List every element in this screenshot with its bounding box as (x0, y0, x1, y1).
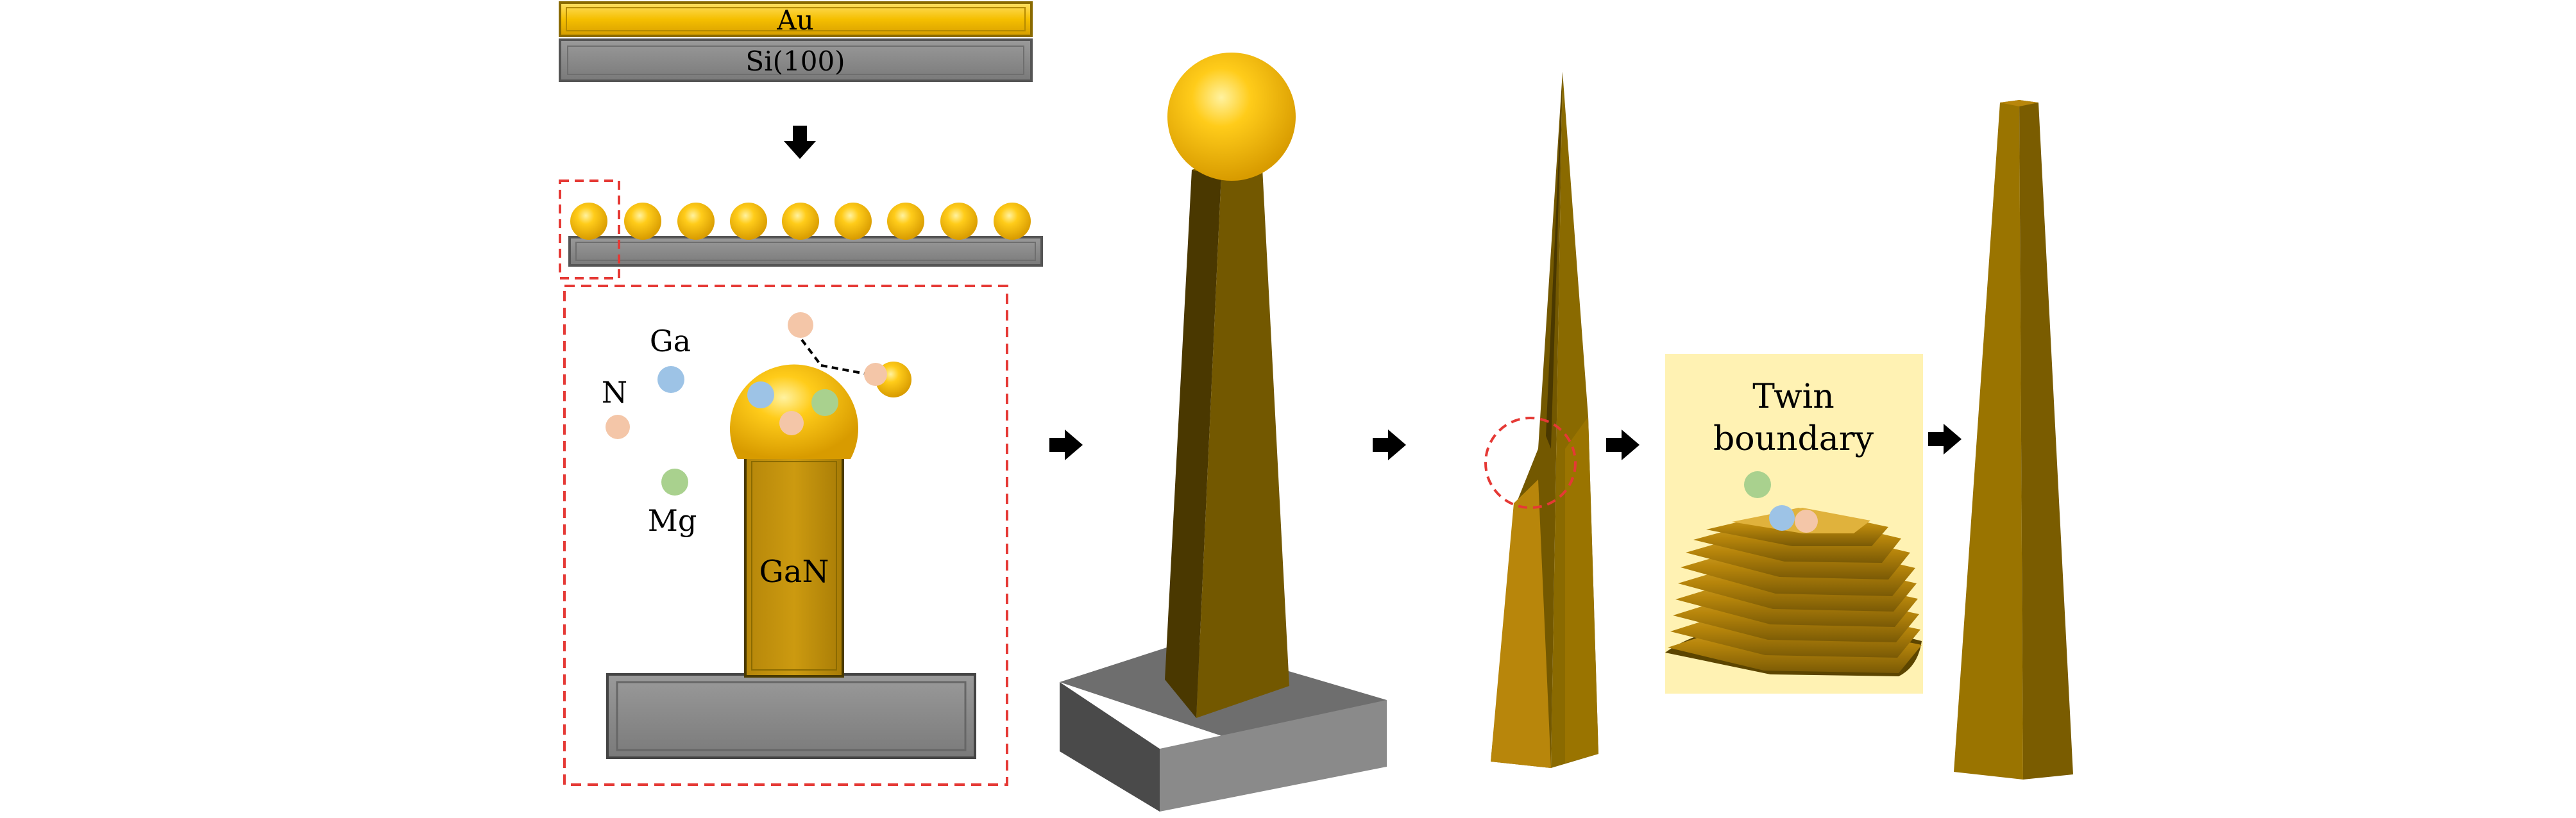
arrow-right-icon (1373, 430, 1406, 460)
adatoms (1744, 471, 1818, 533)
au-layer: Au (559, 1, 1033, 37)
reaction-paths (788, 312, 911, 397)
gold-droplet (782, 203, 819, 240)
arrow-right-icon (1928, 424, 1962, 455)
gold-droplet (994, 203, 1031, 240)
si-substrate: Si(100) (559, 38, 1033, 82)
ga-atom (1769, 505, 1795, 531)
arrow-right-icon (1049, 430, 1083, 460)
legend-atoms: Ga N Mg (602, 324, 697, 538)
mg-label: Mg (648, 503, 697, 538)
zoom-detail-box (563, 285, 1008, 786)
catalyst-sphere (1167, 53, 1296, 181)
gold-droplet (730, 203, 767, 240)
twin-boundary-marker (1484, 417, 1577, 509)
n-atom (779, 411, 804, 435)
twin-label-line1: Twin (1752, 378, 1834, 416)
n-atom (788, 312, 813, 338)
final-nanowire (1954, 100, 2073, 780)
down-arrow-icon (784, 126, 816, 159)
catalyst-droplet (730, 364, 858, 459)
n-atom (606, 415, 630, 439)
gold-droplet (887, 203, 924, 240)
n-atom (1795, 510, 1818, 533)
au-label: Au (776, 4, 813, 36)
zoom-substrate (606, 673, 976, 759)
droplet-substrate (568, 236, 1043, 267)
mg-atom (661, 469, 688, 496)
si-label: Si(100) (745, 46, 845, 77)
zoom-selection-box (559, 179, 620, 280)
n-label: N (602, 375, 627, 410)
gold-droplet (677, 203, 715, 240)
gold-droplets (570, 203, 1031, 240)
tapered-nanowire (1491, 72, 1598, 768)
gold-droplet (940, 203, 978, 240)
gan-label: GaN (759, 554, 829, 590)
ga-atom (657, 366, 684, 393)
ga-label: Ga (650, 324, 691, 358)
mg-atom (1744, 471, 1771, 498)
mg-atom (811, 389, 838, 416)
gan-column: GaN (744, 454, 844, 678)
nanowire-with-catalyst (1165, 53, 1296, 718)
n-atom (864, 363, 887, 386)
arrow-right-icon (1606, 430, 1640, 460)
gold-droplet (624, 203, 661, 240)
ga-atom (747, 381, 774, 408)
gold-droplet (835, 203, 872, 240)
twin-label-line2: boundary (1713, 420, 1874, 458)
gold-droplet (570, 203, 607, 240)
